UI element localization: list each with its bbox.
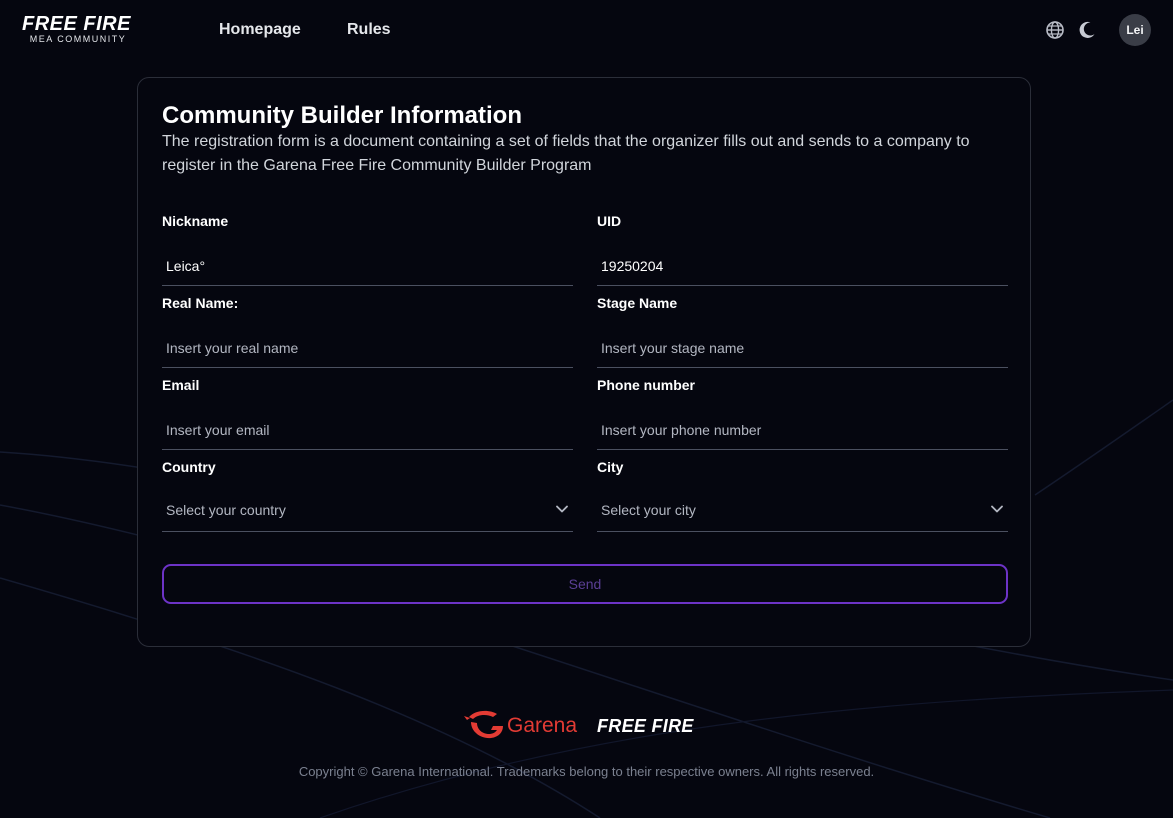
nav-rules-link[interactable]: Rules bbox=[347, 21, 391, 38]
nickname-input[interactable] bbox=[162, 246, 573, 286]
uid-field-group: UID bbox=[597, 212, 1008, 286]
country-select-placeholder: Select your country bbox=[166, 502, 286, 518]
free-fire-wordmark: FREE FIRE bbox=[597, 716, 694, 736]
email-label: Email bbox=[162, 377, 200, 393]
garena-wordmark: Garena bbox=[507, 714, 578, 737]
stage-name-input[interactable] bbox=[597, 328, 1008, 368]
chevron-down-icon bbox=[556, 505, 568, 513]
real-name-label: Real Name: bbox=[162, 295, 239, 311]
country-select[interactable]: Select your country bbox=[162, 488, 573, 532]
theme-toggle-button[interactable] bbox=[1076, 19, 1098, 41]
registration-form-card: Community Builder Information The regist… bbox=[137, 77, 1031, 647]
user-avatar[interactable]: Lei bbox=[1119, 14, 1151, 46]
city-label: City bbox=[597, 459, 624, 475]
city-field-group: City Select your city bbox=[597, 458, 1008, 532]
free-fire-logo[interactable]: FREE FIRE MEA COMMUNITY bbox=[22, 14, 148, 46]
nav-homepage-link[interactable]: Homepage bbox=[219, 21, 301, 38]
stage-name-field-group: Stage Name bbox=[597, 294, 1008, 368]
send-button[interactable]: Send bbox=[162, 564, 1008, 604]
footer-logos: Garena FREE FIRE bbox=[463, 706, 713, 744]
globe-icon bbox=[1046, 21, 1064, 39]
logo-sub-text: MEA COMMUNITY bbox=[29, 34, 127, 44]
page-title: Community Builder Information bbox=[162, 102, 522, 129]
uid-label: UID bbox=[597, 213, 622, 229]
uid-input[interactable] bbox=[597, 246, 1008, 286]
country-field-group: Country Select your country bbox=[162, 458, 573, 532]
phone-input[interactable] bbox=[597, 410, 1008, 450]
nickname-field-group: Nickname bbox=[162, 212, 573, 286]
email-input[interactable] bbox=[162, 410, 573, 450]
copyright-text: Copyright © Garena International. Tradem… bbox=[298, 764, 875, 779]
phone-field-group: Phone number bbox=[597, 376, 1008, 450]
form-description: The registration form is a document cont… bbox=[162, 133, 970, 174]
phone-label: Phone number bbox=[597, 377, 696, 393]
nickname-label: Nickname bbox=[162, 213, 229, 229]
stage-name-label: Stage Name bbox=[597, 295, 678, 311]
language-button[interactable] bbox=[1044, 19, 1066, 41]
real-name-input[interactable] bbox=[162, 328, 573, 368]
country-label: Country bbox=[162, 459, 216, 475]
logo-main-text: FREE FIRE bbox=[22, 13, 131, 35]
moon-icon bbox=[1079, 21, 1095, 38]
email-field-group: Email bbox=[162, 376, 573, 450]
top-navigation-bar: FREE FIRE MEA COMMUNITY Homepage Rules L… bbox=[0, 0, 1173, 60]
garena-dragon-icon bbox=[464, 710, 503, 739]
city-select[interactable]: Select your city bbox=[597, 488, 1008, 532]
city-select-placeholder: Select your city bbox=[601, 502, 696, 518]
real-name-field-group: Real Name: bbox=[162, 294, 573, 368]
chevron-down-icon bbox=[991, 505, 1003, 513]
